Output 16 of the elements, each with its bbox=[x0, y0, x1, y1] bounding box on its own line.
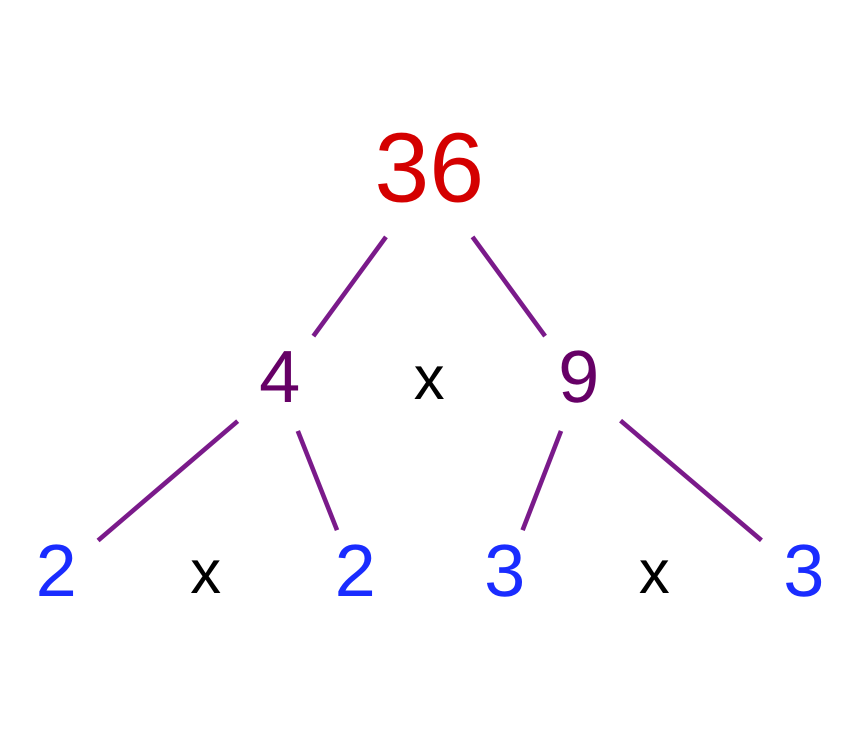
connector bbox=[312, 236, 388, 338]
node-text: 36 bbox=[374, 112, 484, 222]
connector bbox=[296, 430, 340, 532]
node-text: 4 bbox=[259, 334, 300, 418]
label: x bbox=[414, 344, 445, 414]
node-text: 3 bbox=[783, 529, 824, 612]
connector bbox=[619, 418, 763, 542]
node-text: 9 bbox=[558, 334, 600, 418]
label: x bbox=[190, 538, 222, 608]
connector bbox=[470, 236, 547, 338]
connector bbox=[96, 419, 240, 542]
node-text: 3 bbox=[484, 529, 526, 612]
node-text: 2 bbox=[36, 529, 77, 612]
node-text: 2 bbox=[334, 529, 376, 612]
label: x bbox=[638, 538, 670, 608]
connector bbox=[520, 430, 564, 532]
